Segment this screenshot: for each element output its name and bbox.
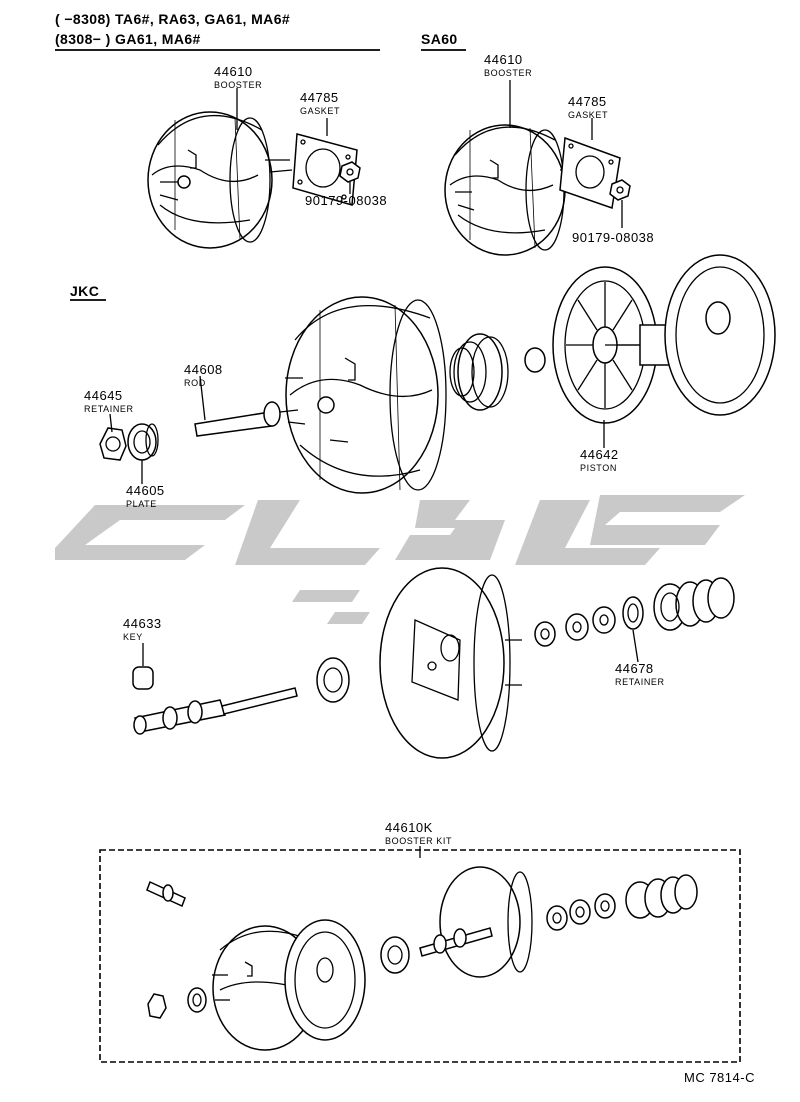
part-number-retainer-a: 44645 — [84, 388, 123, 403]
part-name-gasket-left: GASKET — [300, 106, 340, 116]
part-name-piston: PISTON — [580, 463, 617, 473]
jkc-booster-shell-drawing — [285, 296, 447, 494]
gasket-right-drawing — [559, 136, 621, 210]
jkc-heading: JKC — [70, 283, 99, 299]
part-name-kit: BOOSTER KIT — [385, 836, 452, 846]
retainer-b-drawing — [622, 596, 644, 630]
part-name-retainer-b: RETAINER — [615, 677, 665, 687]
nut-left-drawing — [339, 161, 361, 183]
part-number-plate: 44605 — [126, 483, 165, 498]
part-name-rod: ROD — [184, 378, 206, 388]
jkc-plate-drawing — [127, 423, 159, 461]
footer-code: MC 7814-C — [684, 1070, 755, 1085]
part-name-retainer-a: RETAINER — [84, 404, 134, 414]
part-number-kit: 44610K — [385, 820, 433, 835]
part-number-rod: 44608 — [184, 362, 223, 377]
part-number-nut-right: 90179-08038 — [572, 230, 654, 245]
leader-retainer-b — [632, 629, 639, 663]
jkc-rod-drawing — [194, 375, 299, 437]
part-number-retainer-b: 44678 — [615, 661, 654, 676]
part-number-nut-left: 90179-08038 — [305, 193, 387, 208]
part-number-booster-right: 44610 — [484, 52, 523, 67]
header-line-1: ( −8308) TA6#, RA63, GA61, MA6# — [55, 11, 290, 27]
gasket-left-drawing — [292, 133, 358, 206]
part-name-booster-right: BOOSTER — [484, 68, 532, 78]
part-name-plate: PLATE — [126, 499, 157, 509]
washers-drawing — [534, 606, 616, 647]
rear-shell-drawing — [379, 567, 522, 759]
sa60-heading: SA60 — [421, 31, 458, 47]
part-number-gasket-left: 44785 — [300, 90, 339, 105]
nut-right-drawing — [609, 179, 631, 201]
boot-drawing — [653, 577, 735, 631]
booster-right-drawing — [444, 124, 583, 256]
jkc-piston-drawing — [552, 254, 776, 424]
key-drawing — [132, 643, 154, 690]
part-number-gasket-right: 44785 — [568, 94, 607, 109]
part-name-key: KEY — [123, 632, 143, 642]
valve-rod-drawing — [133, 687, 298, 735]
header-line-2: (8308− ) GA61, MA6# — [55, 31, 201, 47]
part-name-booster-left: BOOSTER — [214, 80, 262, 90]
kit-parts-drawing — [146, 866, 698, 1051]
jkc-diaphragm-drawing — [449, 333, 546, 411]
leader-retainer-a — [109, 413, 113, 433]
seal-drawing — [316, 657, 350, 703]
part-number-key: 44633 — [123, 616, 162, 631]
booster-left-drawing — [147, 111, 293, 249]
jkc-retainer-drawing — [99, 427, 127, 461]
part-number-booster-left: 44610 — [214, 64, 253, 79]
part-name-gasket-right: GASKET — [568, 110, 608, 120]
kit-dashed-frame — [99, 849, 741, 1063]
part-number-piston: 44642 — [580, 447, 619, 462]
watermark-logo — [55, 495, 745, 624]
